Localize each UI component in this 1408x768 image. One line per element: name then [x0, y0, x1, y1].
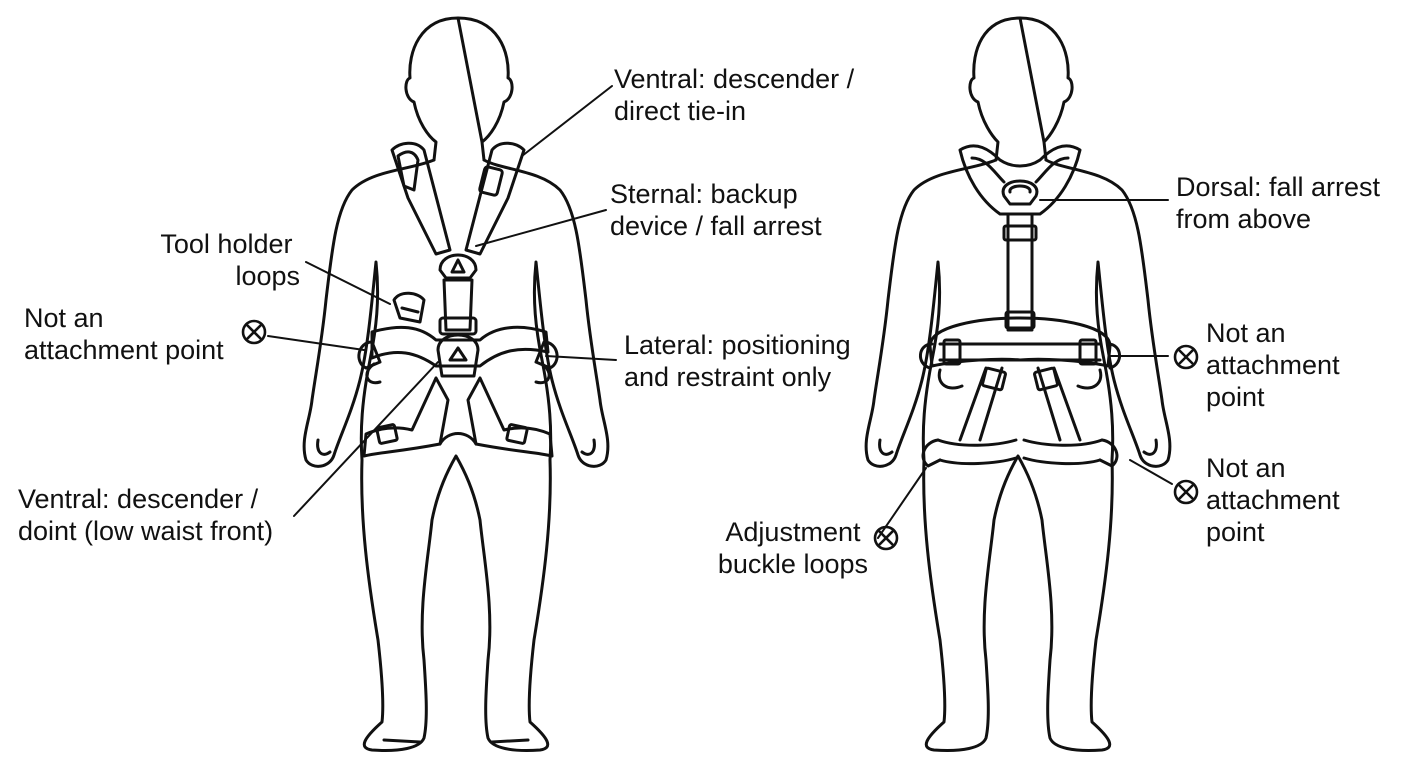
- leader-front-not-attachment: [267, 335, 365, 351]
- label-front-tool-holder: Tool holder loops: [160, 229, 300, 291]
- back-shoulder-yoke: [958, 144, 1082, 216]
- circled-x-icon: [1173, 344, 1199, 370]
- leader-ventral-top: [521, 85, 613, 157]
- front-figure: [302, 16, 610, 752]
- back-head: [968, 16, 1074, 162]
- front-left-shoulder-strap: [390, 141, 452, 256]
- label-back-dorsal: Dorsal: fall arrest from above: [1176, 172, 1388, 234]
- back-left-buckle-loop: [921, 438, 942, 468]
- front-waist-belt: [370, 325, 550, 368]
- label-back-not-attachment-upper: Not an attachment point: [1206, 318, 1347, 412]
- front-left-leg-strap: [362, 376, 450, 458]
- circled-x-icon: [1173, 479, 1199, 505]
- circled-x-icon: [873, 525, 899, 551]
- leader-back-not-attachment-lower: [1129, 459, 1173, 485]
- front-left-lateral-ring: [357, 340, 382, 370]
- front-harness: [357, 141, 559, 458]
- back-figure: [864, 16, 1172, 752]
- front-left-shoulder-pad: [396, 150, 420, 192]
- front-sternal-triangle: [450, 258, 466, 274]
- back-harness: [919, 144, 1121, 468]
- front-tool-holder-loop: [392, 291, 426, 324]
- front-right-shoulder-strap: [464, 141, 526, 256]
- front-left-foot: [382, 738, 422, 744]
- back-dorsal-d-ring: [1001, 179, 1039, 206]
- back-right-buckle-loop: [1098, 438, 1119, 468]
- leader-lateral: [545, 355, 617, 361]
- circled-x-icon: [241, 319, 267, 345]
- front-right-leg-strap: [466, 376, 554, 458]
- back-right-leg-strap: [1036, 366, 1082, 442]
- back-body-outline: [864, 158, 1172, 752]
- label-front-not-attachment: Not an attachment point: [24, 303, 224, 365]
- back-center-strap: [1006, 212, 1034, 332]
- front-center-strap: [442, 278, 474, 332]
- leader-ventral-low: [293, 361, 439, 517]
- no-attachment-icons: [241, 319, 1199, 551]
- label-front-lateral: Lateral: positioning and restraint only: [624, 330, 858, 392]
- label-back-adjustment: Adjustment buckle loops: [718, 517, 868, 579]
- front-right-foot: [490, 738, 530, 744]
- back-left-leg-strap: [958, 366, 1004, 442]
- label-front-ventral-low: Ventral: descender / doint (low waist fr…: [18, 484, 273, 546]
- front-sternal-d-ring: [438, 253, 478, 280]
- front-body-outline: [302, 158, 610, 752]
- front-left-hand: [316, 438, 332, 456]
- front-right-hand: [580, 438, 596, 456]
- front-right-shoulder-buckle: [478, 165, 504, 197]
- label-front-sternal: Sternal: backup device / fall arrest: [610, 179, 822, 241]
- leader-sternal: [475, 209, 607, 247]
- front-head: [404, 16, 514, 162]
- leader-lines: [267, 85, 1173, 539]
- label-front-ventral-top: Ventral: descender / direct tie-in: [614, 64, 862, 126]
- leader-tool-holder: [305, 261, 391, 305]
- labels: Ventral: descender / direct tie-in Stern…: [18, 64, 1388, 579]
- label-back-not-attachment-lower: Not an attachment point: [1206, 453, 1347, 547]
